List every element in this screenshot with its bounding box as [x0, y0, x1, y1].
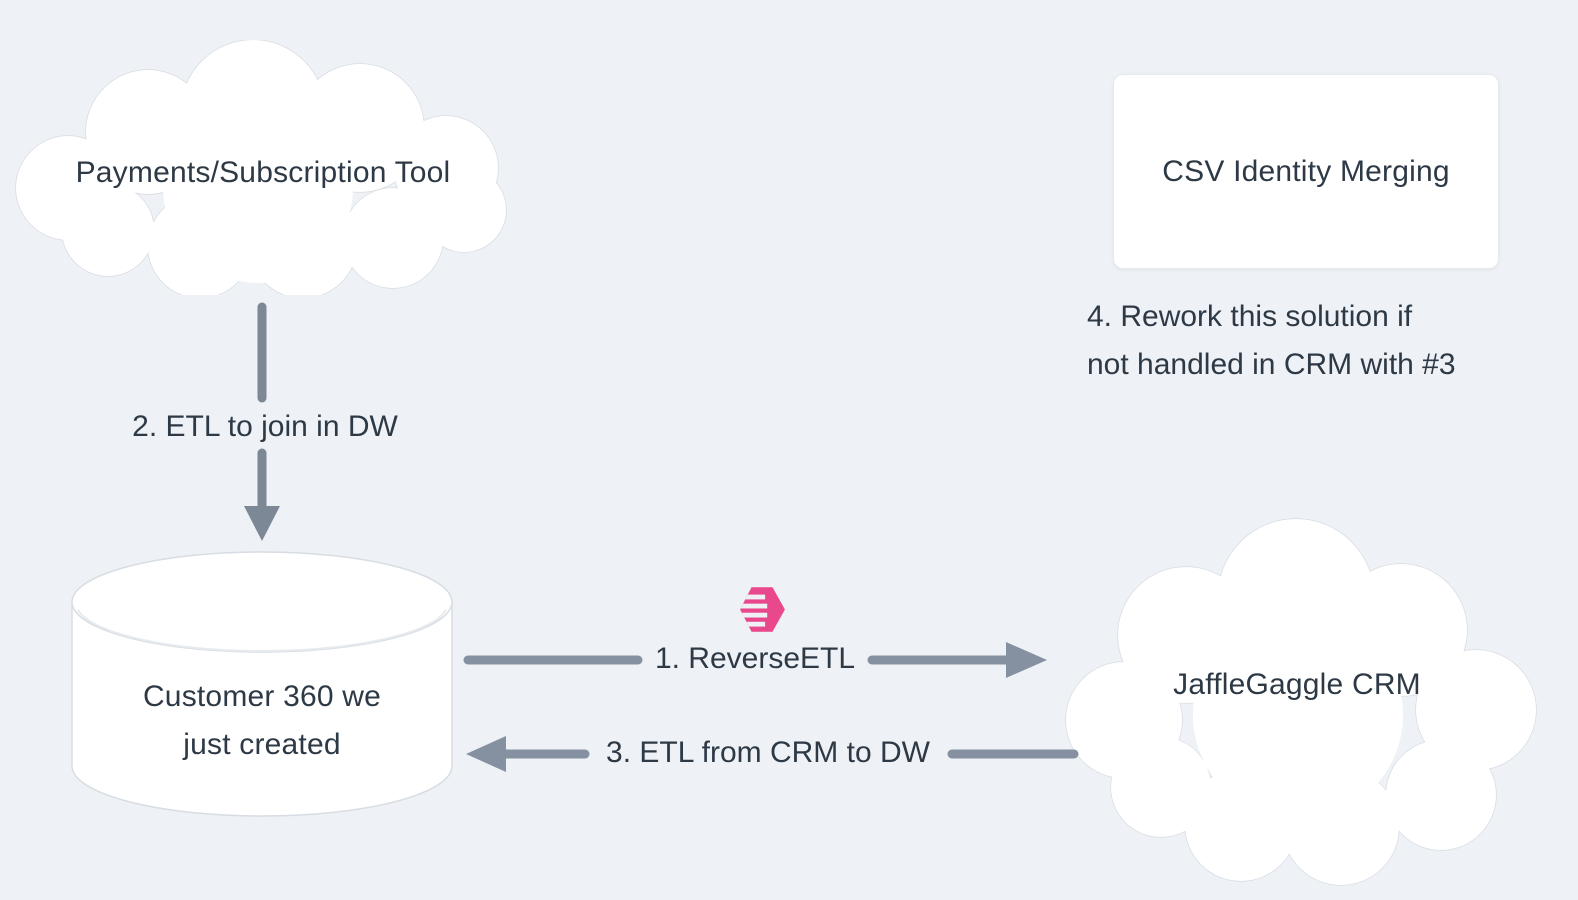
- edge-label-reverse-etl: 1. ReverseETL: [654, 642, 856, 675]
- edge-label-etl-to-join: 2. ETL to join in DW: [132, 410, 398, 443]
- payments-cloud-shape: [15, 40, 507, 295]
- csv-identity-label: CSV Identity Merging: [1162, 154, 1450, 188]
- jafflegaggle-cloud-shape: [1065, 518, 1537, 886]
- jafflegaggle-cloud-label: JaffleGaggle CRM: [1173, 668, 1421, 701]
- customer360-cylinder-shape: [71, 551, 453, 817]
- rework-note-line1: 4. Rework this solution if: [1087, 300, 1413, 333]
- hightouch-arrow-icon: [740, 587, 785, 632]
- customer360-label-line1: Customer 360 we: [142, 680, 382, 713]
- payments-cloud-label: Payments/Subscription Tool: [75, 156, 451, 189]
- csv-identity-box: CSV Identity Merging: [1113, 74, 1499, 269]
- rework-note: 4. Rework this solution if not handled i…: [1087, 293, 1456, 389]
- customer360-label: Customer 360 we just created: [143, 673, 381, 769]
- rework-note-line2: not handled in CRM with #3: [1087, 348, 1456, 381]
- customer360-label-line2: just created: [183, 728, 341, 761]
- edge-label-etl-from-crm: 3. ETL from CRM to DW: [606, 736, 930, 769]
